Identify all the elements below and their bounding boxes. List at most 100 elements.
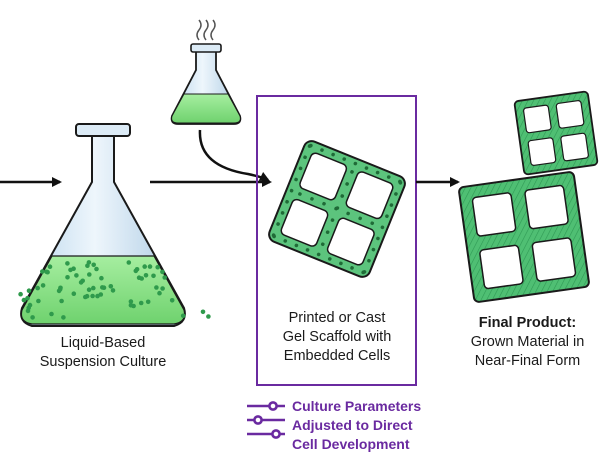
gel-scaffold-frame	[256, 95, 417, 386]
embedded-cell-dot	[346, 211, 350, 216]
cell-dot	[160, 269, 165, 275]
embedded-cell-dot	[339, 261, 343, 266]
cell-dot	[142, 264, 147, 269]
cell-dot	[169, 298, 175, 303]
embedded-cell-dot	[367, 258, 371, 263]
cell-dot	[134, 267, 140, 272]
cell-dot	[100, 285, 105, 290]
embedded-cell-dot	[330, 218, 335, 222]
embedded-cell-dot	[385, 214, 389, 219]
final-product-small-icon	[513, 90, 599, 176]
cell-dot	[162, 275, 167, 280]
embedded-cell-dot	[376, 236, 380, 241]
cell-dot	[87, 272, 92, 277]
embedded-cell-dot	[276, 222, 280, 226]
cell-dot	[61, 315, 66, 320]
embedded-cell-dot	[310, 197, 314, 201]
embedded-cell-dot	[364, 166, 369, 170]
cell-dot	[49, 311, 54, 317]
embedded-cell-dot	[294, 243, 299, 248]
embedded-cell-dot	[370, 221, 375, 226]
steam-icon	[196, 19, 216, 41]
gel-scaffold-label: Printed or Cast Gel Scaffold with Embedd…	[282, 310, 392, 364]
cell-dot	[47, 264, 53, 270]
cell-dot	[83, 294, 88, 300]
cell-dot	[91, 262, 96, 268]
cell-dot	[35, 285, 40, 291]
final-product-large-icon	[458, 171, 590, 303]
cell-dot	[65, 261, 70, 266]
cell-dot	[36, 298, 41, 304]
cell-dot	[128, 299, 134, 304]
cell-dot	[18, 291, 23, 297]
embedded-cell-dot	[362, 270, 367, 274]
cell-dot	[145, 299, 151, 305]
cell-dot	[180, 313, 186, 319]
embedded-cell-dot	[307, 144, 312, 148]
large-flask-icon	[18, 123, 211, 327]
cell-dot	[59, 298, 64, 304]
embedded-cell-dot	[298, 166, 303, 171]
embedded-cell-dot	[394, 192, 398, 196]
embedded-cell-dot	[386, 175, 391, 179]
cell-dot	[206, 314, 211, 319]
cell-dot	[25, 295, 30, 301]
cell-dot	[136, 275, 142, 281]
cell-dot	[151, 273, 156, 279]
cell-dot	[91, 285, 96, 291]
sliders-icon	[247, 401, 285, 439]
embedded-cell-dot	[325, 230, 330, 234]
cell-dot	[99, 275, 104, 281]
final-product-label: Final Product: Grown Material in Near-Fi…	[455, 314, 600, 371]
cell-dot	[21, 297, 27, 303]
embedded-cell-dot	[350, 170, 354, 174]
gel-scaffold-icon	[268, 140, 406, 278]
cell-dot	[68, 267, 73, 273]
cell-dot	[86, 287, 92, 293]
embedded-cell-dot	[303, 155, 307, 160]
embedded-cell-dot	[331, 152, 335, 157]
embedded-cell-dot	[283, 239, 288, 243]
embedded-cell-dot	[345, 182, 349, 186]
cell-dot	[26, 288, 32, 294]
embedded-cell-dot	[398, 179, 402, 184]
cell-dot	[44, 269, 49, 275]
culture-parameters-label: Culture Parameters Adjusted to Direct Ce…	[292, 398, 422, 452]
cell-dot	[126, 260, 132, 265]
cell-dot	[110, 288, 116, 293]
embedded-cell-dot	[335, 206, 340, 210]
cell-dot	[40, 283, 46, 288]
cell-dot	[26, 305, 32, 311]
embedded-cell-dot	[327, 257, 332, 261]
cell-dot	[128, 303, 134, 308]
cell-dot	[138, 300, 144, 306]
embedded-cell-dot	[375, 170, 380, 175]
cell-dot	[94, 266, 99, 272]
cell-dot	[154, 285, 159, 290]
cell-dot	[90, 293, 95, 299]
cell-dot	[65, 275, 70, 280]
embedded-cell-dot	[298, 192, 302, 196]
embedded-cell-dot	[350, 266, 354, 270]
embedded-cell-dot	[320, 148, 324, 152]
cell-dot	[57, 287, 63, 292]
cell-dot	[157, 290, 162, 296]
embedded-cell-dot	[289, 188, 294, 193]
cell-dot	[80, 278, 85, 284]
embedded-cell-dot	[340, 194, 345, 198]
final-product-title: Final Product:	[478, 315, 577, 331]
liquid-culture-label: Liquid-Based Suspension Culture	[39, 335, 167, 370]
embedded-cell-dot	[322, 201, 326, 206]
embedded-cell-dot	[316, 252, 321, 257]
cell-dot	[30, 315, 35, 320]
embedded-cell-dot	[358, 216, 362, 221]
embedded-cell-dot	[294, 177, 298, 182]
cell-dot	[40, 269, 45, 274]
embedded-cell-dot	[285, 199, 289, 204]
embedded-cell-dot	[320, 242, 325, 247]
embedded-cell-dot	[342, 157, 347, 161]
embedded-cell-dot	[280, 211, 285, 215]
cell-dot	[143, 273, 149, 278]
embedded-cell-dot	[371, 247, 376, 252]
